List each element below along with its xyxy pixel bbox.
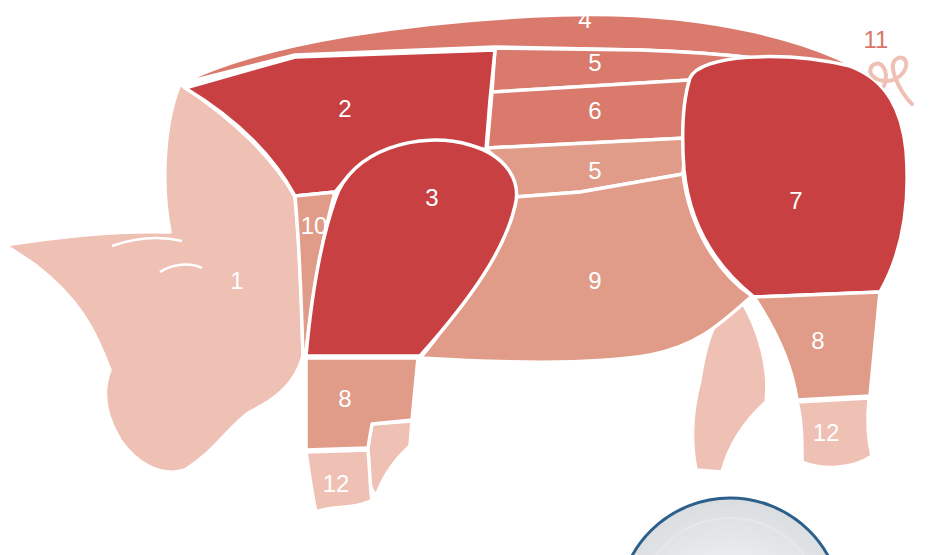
callout-number: 2	[338, 97, 351, 121]
callout-number: 12	[813, 421, 840, 445]
callout-number: 11	[864, 28, 889, 52]
cut-region	[754, 292, 880, 400]
front-far-leg	[366, 421, 412, 496]
callout-number: 8	[811, 329, 824, 353]
callout-number: 12	[323, 472, 350, 496]
plate-rim	[638, 518, 822, 555]
cut-region	[683, 57, 907, 297]
callout-number: 5	[588, 159, 601, 183]
callout-number: 9	[588, 269, 601, 293]
ear-line	[160, 265, 202, 272]
tail	[870, 58, 912, 104]
callout-number: 4	[578, 8, 591, 32]
callout-number: 10	[301, 214, 328, 238]
ear-line	[112, 238, 182, 246]
callout-number: 3	[425, 186, 438, 210]
callout-number: 5	[588, 51, 601, 75]
cut-region	[306, 358, 418, 450]
cut-region	[306, 450, 372, 512]
cut-region	[797, 398, 872, 467]
cut-region	[306, 140, 517, 356]
callout-number: 7	[789, 189, 802, 213]
callout-number: 1	[230, 269, 243, 293]
plate	[618, 498, 842, 555]
callout-number: 8	[338, 387, 351, 411]
callout-number: 6	[588, 99, 601, 123]
